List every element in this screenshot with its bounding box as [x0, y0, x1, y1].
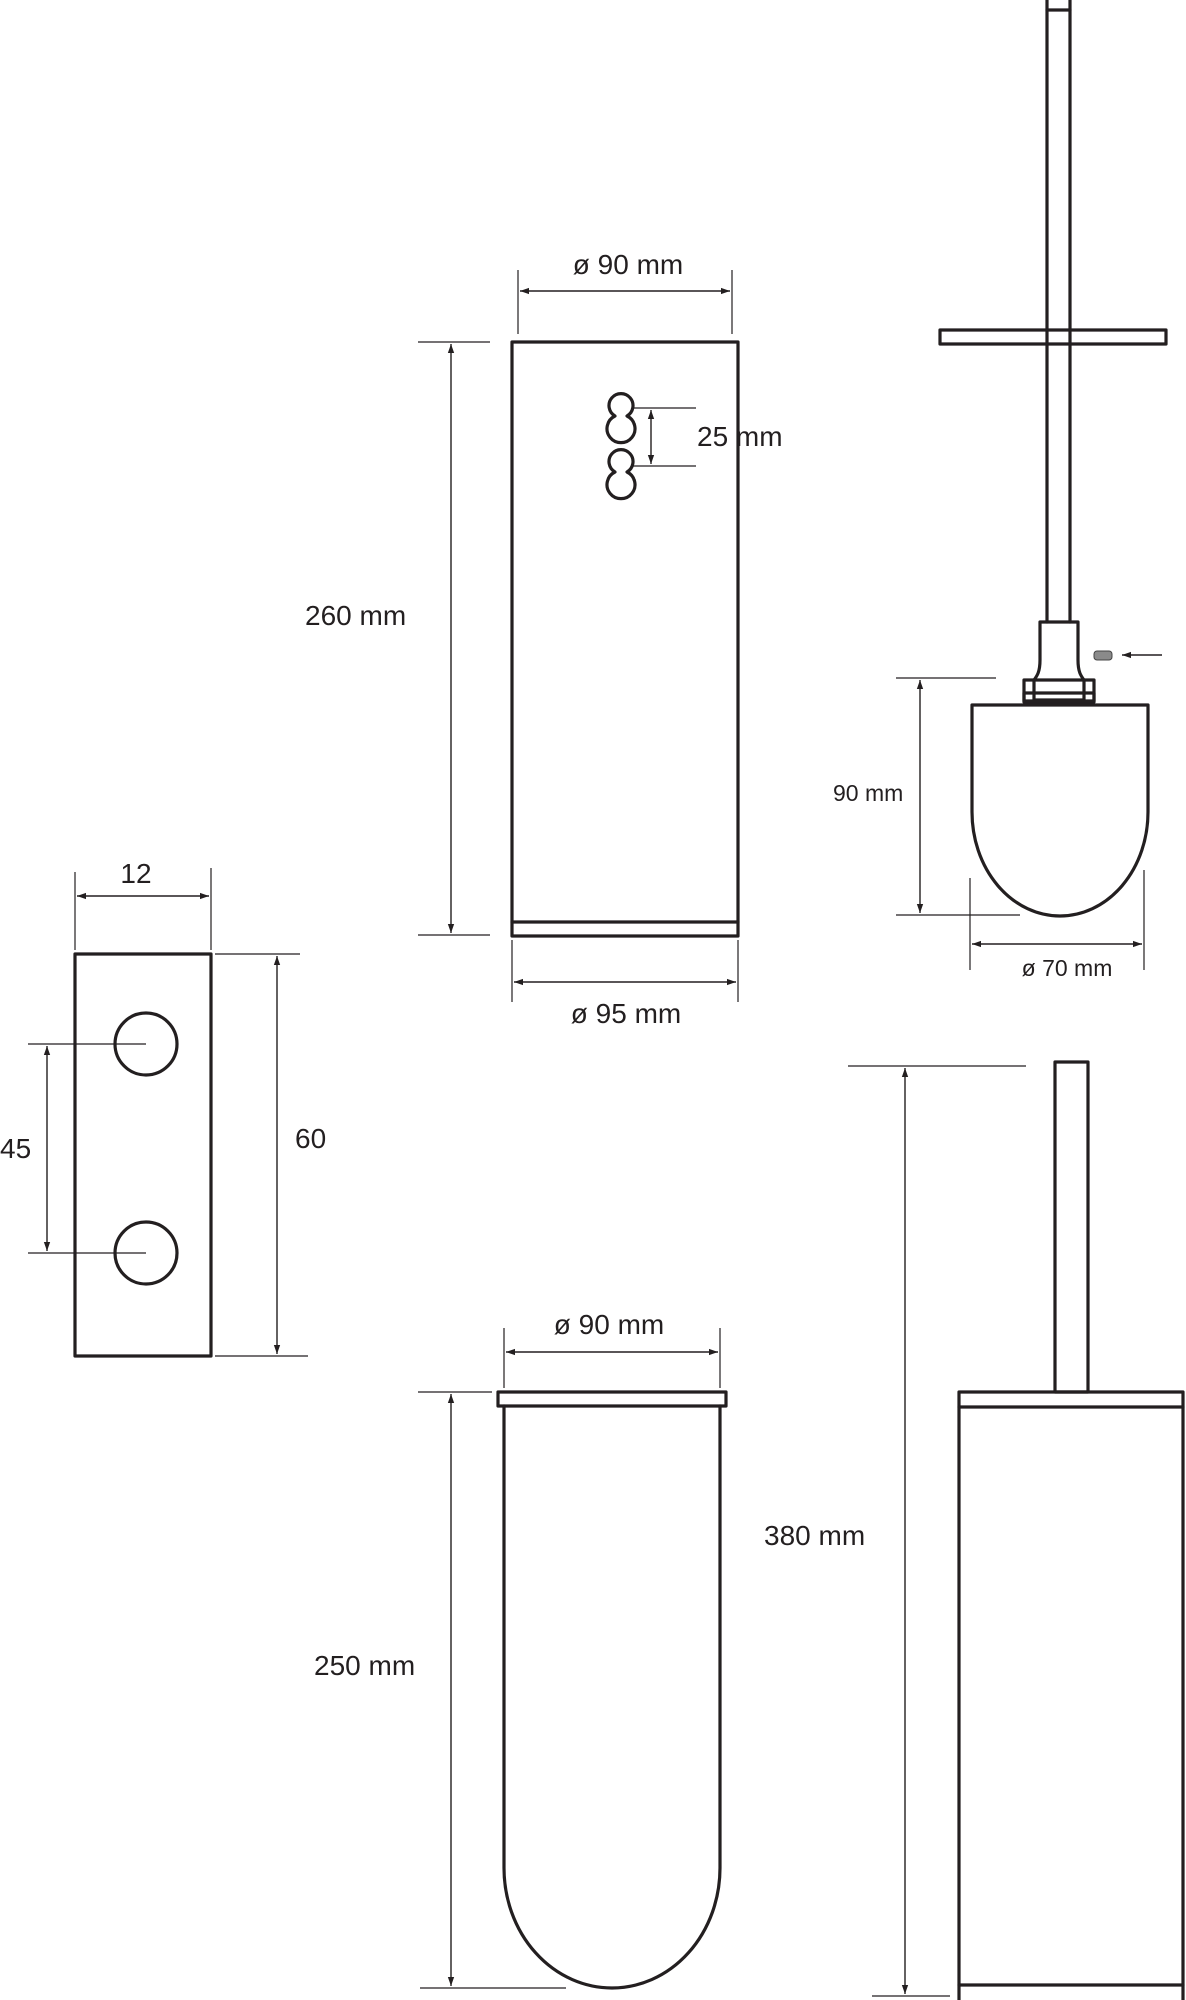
insert-diameter-label: ø 90 mm	[554, 1309, 664, 1340]
keyhole-spacing-label: 25 mm	[697, 421, 783, 452]
brush-lid-plate	[938, 328, 1168, 346]
holder-top-diameter-label: ø 90 mm	[573, 249, 683, 280]
insert-body	[502, 1404, 722, 1990]
holder-front-view: 25 mm ø 90 mm 260 mm ø 95 mm	[305, 249, 783, 1029]
brush-head	[970, 703, 1150, 918]
holder-body	[510, 340, 740, 938]
set-screw-icon	[1093, 650, 1113, 661]
insert-height-label: 250 mm	[314, 1650, 415, 1681]
bracket-plate	[73, 952, 213, 1358]
brush-head-height-label: 90 mm	[833, 780, 903, 806]
holder-height-label: 260 mm	[305, 600, 406, 631]
insert-rim	[496, 1390, 728, 1408]
brush-collar	[1032, 620, 1086, 702]
bracket-width-label: 12	[120, 858, 151, 889]
keyhole-slot-bottom	[605, 448, 637, 501]
total-height-label: 380 mm	[764, 1520, 865, 1551]
assembled-set-view: 380 mm	[764, 1060, 1185, 2000]
brush-head-diameter-label: ø 70 mm	[1022, 955, 1113, 981]
brush-view: 90 mm ø 70 mm	[833, 0, 1168, 981]
assembled-holder	[957, 1390, 1185, 2000]
keyhole-slot-top	[605, 392, 637, 445]
wall-bracket: 12 45 60	[0, 858, 326, 1358]
bracket-hole-spacing-label: 45	[0, 1133, 31, 1164]
assembled-handle	[1053, 1060, 1090, 1394]
holder-bottom-diameter-label: ø 95 mm	[571, 998, 681, 1029]
bracket-height-label: 60	[295, 1123, 326, 1154]
glass-insert-view: ø 90 mm 250 mm	[314, 1309, 728, 1990]
